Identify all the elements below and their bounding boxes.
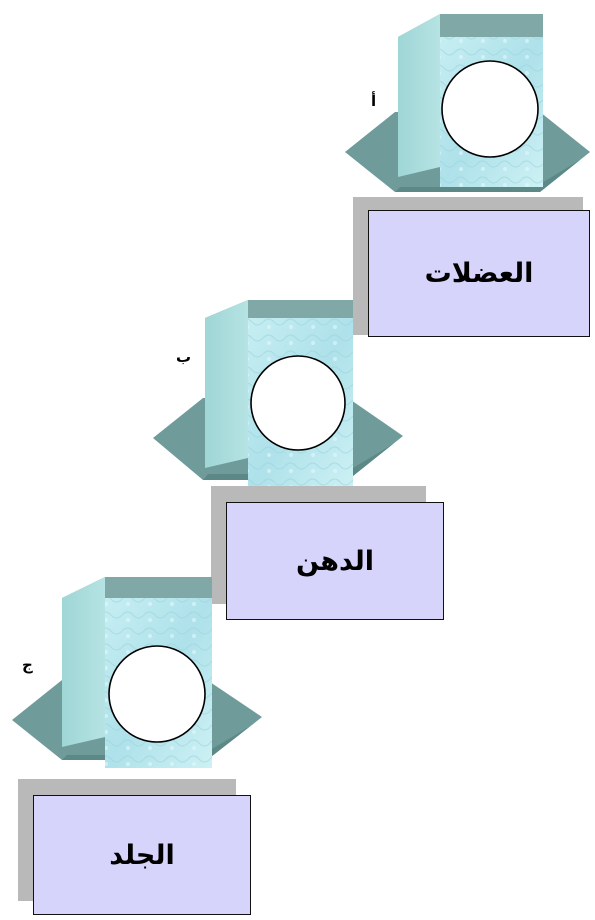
base-plate-edge [395,152,590,192]
cube-side-face [62,577,105,747]
circle-marker [441,60,539,158]
label-box-a: العضلات [368,210,590,337]
step-b: ب الدهن [153,298,444,628]
label-box-b: الدهن [226,502,444,620]
cube-side-face [205,300,248,468]
cube-b [153,300,403,490]
circle-marker [108,645,206,743]
cube-a [345,14,590,192]
label-box-c: الجلد [33,795,251,915]
circle-marker [250,355,346,451]
step-letter: أ [371,92,377,110]
step-letter: ج [22,656,33,674]
cube-c [12,577,262,768]
step-a: أ العضلات [345,12,595,342]
step-letter: ب [176,348,192,366]
step-c: ج الجلد [12,575,272,915]
cube-side-face [398,14,440,177]
